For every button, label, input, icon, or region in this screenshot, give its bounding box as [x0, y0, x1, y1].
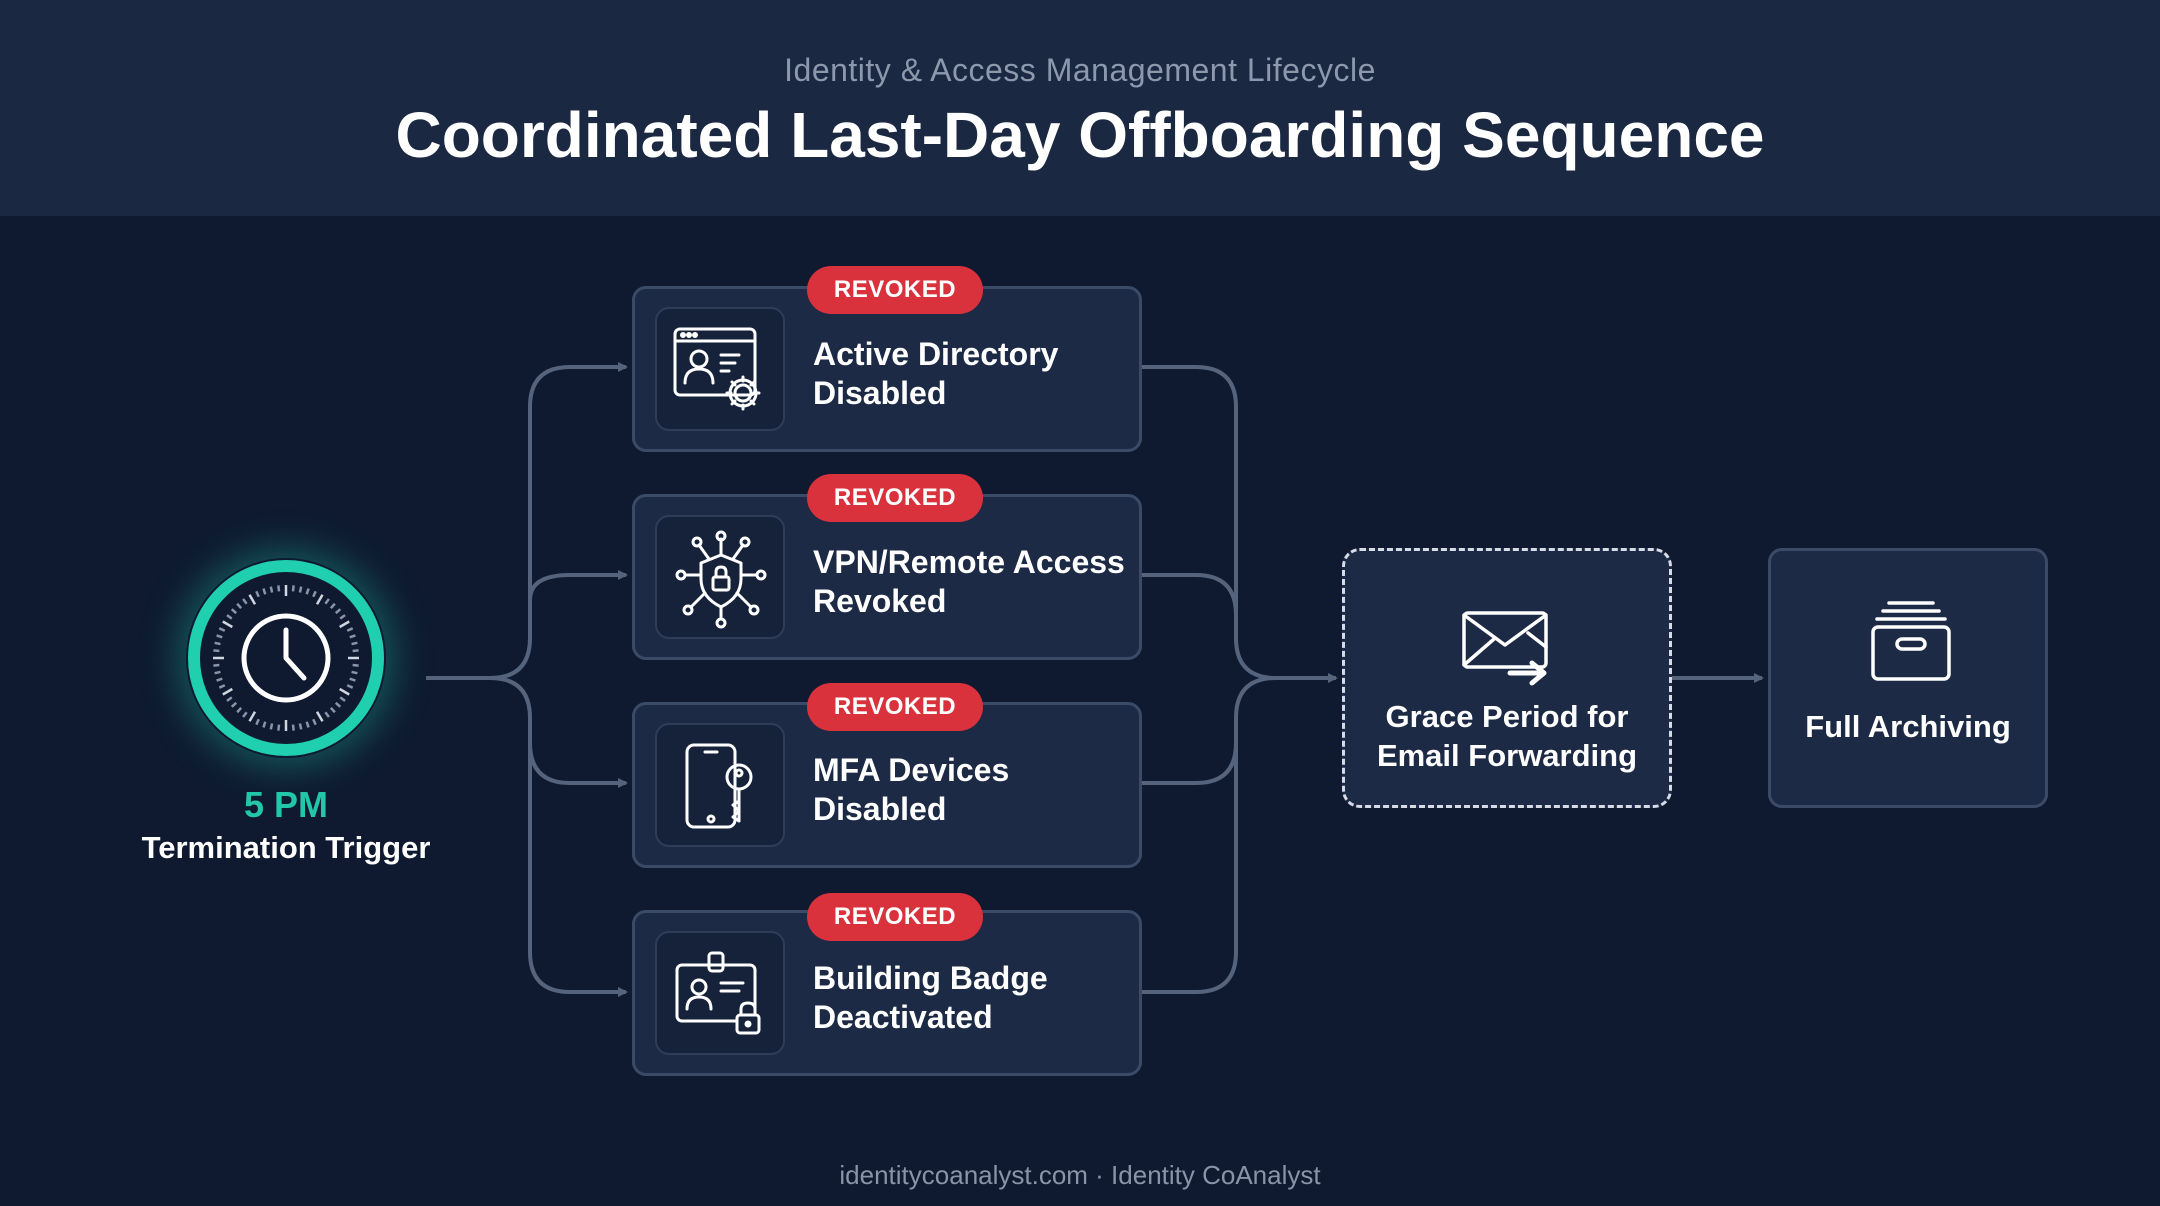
clock-tick	[242, 598, 248, 605]
clock-tick	[334, 608, 342, 615]
clock-tick	[352, 663, 359, 667]
icon-tile	[655, 723, 785, 847]
clock-tick	[334, 701, 342, 708]
clock-tick	[255, 590, 260, 598]
icon-tile	[655, 307, 785, 431]
merge-mfa	[1142, 676, 1277, 785]
clock-tick	[315, 711, 324, 722]
clock-tick	[269, 586, 274, 593]
icon-tile	[655, 515, 785, 639]
clock-tick	[312, 718, 317, 726]
clock-tick	[218, 627, 226, 632]
clock-tick	[351, 641, 358, 646]
clock-tick	[262, 588, 267, 595]
clock-tick	[351, 670, 358, 675]
archive-box-icon	[1871, 601, 1951, 681]
status-badge: REVOKED	[807, 266, 983, 314]
directory-user-gear-icon	[673, 327, 761, 411]
clock-tick	[329, 602, 336, 610]
branch-mfa	[489, 676, 628, 788]
clock-tick	[349, 677, 356, 682]
clock-tick	[226, 696, 233, 702]
clock-tick	[291, 724, 295, 731]
clock-tick	[222, 687, 233, 696]
grace-period-box: Grace Period for Email Forwarding	[1342, 548, 1672, 808]
clock-tick	[262, 721, 267, 728]
clock-tick	[349, 634, 356, 639]
clock-tick	[329, 706, 336, 714]
status-badge: REVOKED	[807, 683, 983, 731]
diagram-title: Coordinated Last-Day Offboarding Sequenc…	[395, 99, 1765, 171]
clock-tick	[213, 649, 220, 653]
branch-vpn	[528, 570, 628, 601]
clock-tick	[346, 684, 354, 689]
badge-lock-icon	[675, 951, 761, 1035]
clock-tick	[315, 594, 324, 605]
archive-label: Full Archiving	[1805, 709, 2011, 744]
network-shield-lock-icon	[675, 530, 767, 629]
clock-tick	[216, 634, 223, 639]
clock-tick	[216, 677, 223, 682]
clock-tick	[291, 585, 295, 592]
step-label: Building Badge Deactivated	[813, 960, 1048, 1035]
clock-tick	[352, 649, 359, 653]
icon-tile	[655, 931, 785, 1055]
clock-tick	[298, 586, 303, 593]
clock-tick	[277, 585, 281, 592]
clock-tick	[339, 696, 346, 702]
trigger-label: Termination Trigger	[141, 830, 431, 865]
diagram-subtitle: Identity & Access Management Lifecycle	[784, 52, 1376, 88]
clock-tick	[305, 588, 310, 595]
clock-tick	[312, 590, 317, 598]
step-label: VPN/Remote Access Revoked	[813, 544, 1125, 619]
header-band	[0, 0, 2160, 216]
clock-tick	[213, 663, 220, 667]
clock-tick	[248, 594, 257, 605]
clock-tick	[339, 614, 346, 620]
clock-tick	[346, 627, 354, 632]
clock-tick	[214, 641, 221, 646]
step-label: Active Directory Disabled	[813, 336, 1059, 411]
clock-tick	[236, 602, 243, 610]
clock-tick	[298, 723, 303, 730]
trigger-time: 5 PM	[243, 784, 329, 825]
clock-tick	[214, 670, 221, 675]
status-badge: REVOKED	[807, 474, 983, 522]
trigger-clock	[186, 558, 386, 758]
clock-tick	[339, 620, 350, 629]
trigger-trunk	[426, 362, 628, 680]
clock-icon	[188, 560, 384, 756]
clock-tick	[236, 706, 243, 714]
clock-tick	[277, 724, 281, 731]
branch-badge	[528, 743, 628, 997]
clock-tick	[230, 701, 238, 708]
step-card-mfa: MFA Devices Disabled	[632, 702, 1142, 868]
merge-badge	[1142, 743, 1238, 994]
clock-tick	[222, 620, 233, 629]
clock-tick	[305, 721, 310, 728]
clock-tick	[255, 718, 260, 726]
clock-tick	[324, 711, 330, 718]
clock-tick	[242, 711, 248, 718]
clock-tick	[248, 711, 257, 722]
clock-tick	[269, 723, 274, 730]
clock-tick	[218, 684, 226, 689]
clock-tick	[230, 608, 238, 615]
grace-label: Grace Period for Email Forwarding	[1376, 699, 1638, 773]
merge-vpn	[1142, 573, 1238, 616]
archive-box: Full Archiving	[1768, 548, 2048, 808]
status-badge: REVOKED	[807, 893, 983, 941]
clock-tick	[339, 687, 350, 696]
step-label: MFA Devices Disabled	[813, 752, 1010, 827]
clock-tick	[324, 598, 330, 605]
mail-forward-icon	[1462, 611, 1548, 686]
merge-ad	[1142, 365, 1338, 683]
phone-key-icon	[685, 743, 753, 829]
footer-credit: identitycoanalyst.com · Identity CoAnaly…	[839, 1160, 1321, 1190]
clock-tick	[226, 614, 233, 620]
